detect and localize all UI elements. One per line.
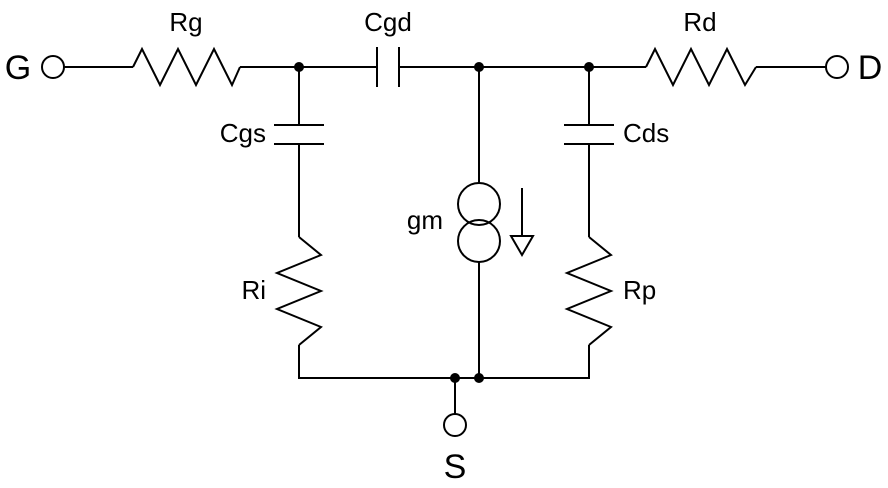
- source-label: S: [444, 448, 467, 486]
- gm-source-circle-top: [457, 182, 501, 226]
- drain-label: D: [858, 49, 883, 87]
- rg-label: Rg: [169, 7, 202, 37]
- rg-resistor: [132, 46, 241, 88]
- rp-resistor: [564, 236, 614, 346]
- cgs-label: Cgs: [220, 118, 266, 148]
- left-branch: [274, 67, 590, 379]
- rd-resistor: [645, 46, 757, 88]
- ri-label: Ri: [241, 275, 266, 305]
- gm-source-circle-bottom: [457, 219, 501, 263]
- source-terminal: [443, 413, 467, 437]
- cgd-capacitor: [376, 47, 400, 87]
- current-direction-arrow-icon: [509, 188, 535, 257]
- middle-branch: [457, 67, 535, 378]
- rp-label: Rp: [623, 275, 656, 305]
- ri-resistor: [274, 236, 324, 346]
- gate-label: G: [5, 49, 31, 87]
- gm-label: gm: [407, 205, 443, 235]
- cgd-label: Cgd: [364, 7, 412, 37]
- drain-terminal: [825, 55, 849, 79]
- gate-terminal: [41, 55, 65, 79]
- junction-dots: [294, 62, 594, 383]
- rd-label: Rd: [683, 7, 716, 37]
- cds-label: Cds: [623, 118, 669, 148]
- right-branch: [564, 67, 614, 346]
